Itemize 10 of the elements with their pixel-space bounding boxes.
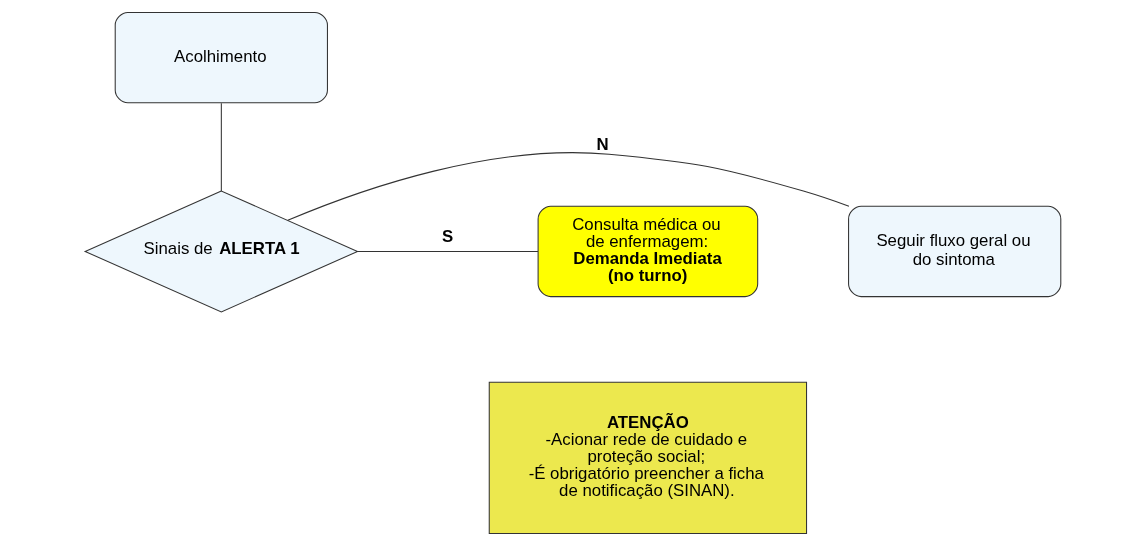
node-box: Acolhimento [114,11,328,104]
node-diamond: Sinais de ALERTA 1 [83,190,359,313]
node-box: Consulta médica ou de enfermagem: Demanda Imediata (no turno) [537,205,759,298]
connector [287,152,850,221]
connector [356,250,539,252]
edge-label: N [596,134,609,154]
connector [220,102,222,192]
node-box: ATENÇÃO -Acionar rede de cuidado e proteção social; -É obrigatório preencher a ficha de notificação (SINAN). [488,381,808,535]
edge-label: S [442,226,454,246]
node-box: Seguir fluxo geral ou do sintoma [848,205,1062,298]
